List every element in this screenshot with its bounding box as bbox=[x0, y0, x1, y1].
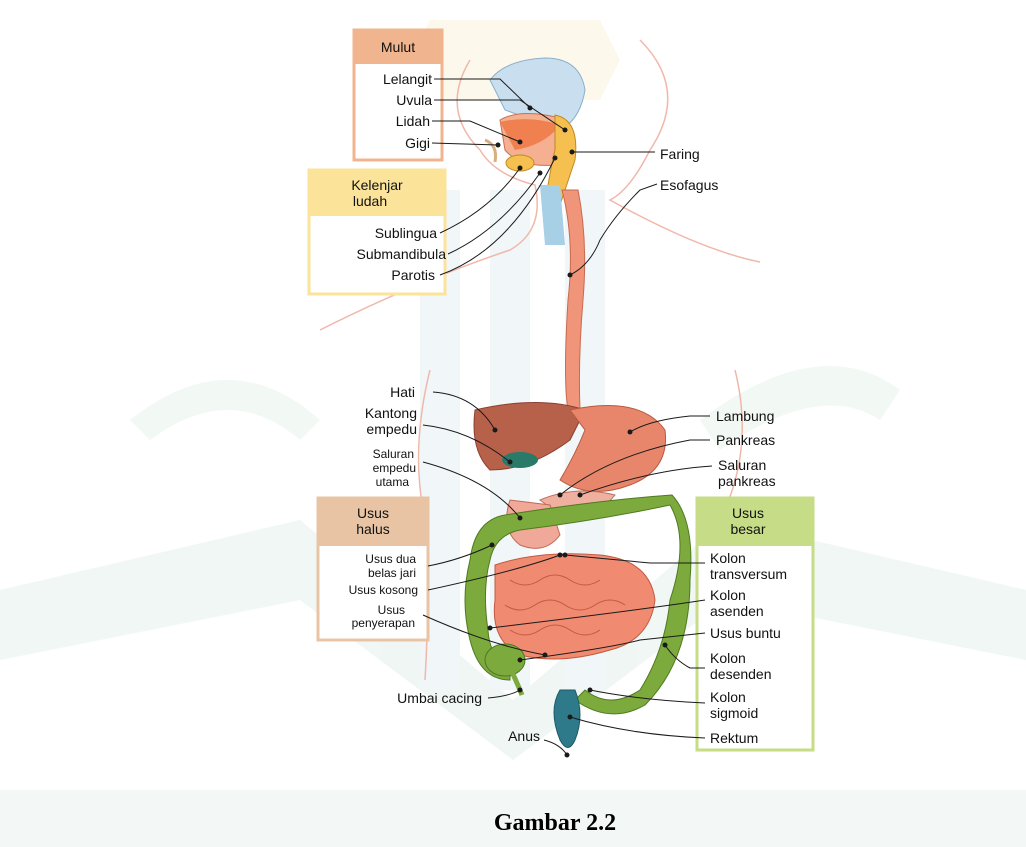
label-usus-penyerapan-1: Usus bbox=[378, 603, 405, 617]
label-umbai-cacing: Umbai cacing bbox=[397, 690, 482, 706]
label-faring: Faring bbox=[660, 146, 700, 162]
label-saluran-pankreas-1: Saluran bbox=[718, 457, 766, 473]
label-gigi: Gigi bbox=[405, 135, 430, 151]
label-uvula: Uvula bbox=[396, 92, 432, 108]
label-esofagus: Esofagus bbox=[660, 177, 718, 193]
group-usus-besar-title-1: Usus bbox=[732, 505, 764, 521]
label-kolon-transversum-2: transversum bbox=[710, 566, 787, 582]
group-usus-besar-title-2: besar bbox=[730, 521, 765, 537]
group-usus-halus-title-1: Usus bbox=[357, 505, 389, 521]
label-kolon-sigmoid-1: Kolon bbox=[710, 689, 746, 705]
group-kelenjar-ludah-title-1: Kelenjar bbox=[351, 177, 403, 193]
label-kolon-asenden-1: Kolon bbox=[710, 587, 746, 603]
label-lelangit: Lelangit bbox=[383, 71, 432, 87]
label-saluran-pankreas-2: pankreas bbox=[718, 473, 776, 489]
label-lidah: Lidah bbox=[396, 113, 430, 129]
label-usus-buntu: Usus buntu bbox=[710, 625, 781, 641]
label-saluran-empedu-utama-2: empedu bbox=[373, 461, 416, 475]
group-usus-halus-title-2: halus bbox=[356, 521, 389, 537]
label-sublingua: Sublingua bbox=[375, 225, 437, 241]
label-parotis: Parotis bbox=[391, 267, 435, 283]
group-kelenjar-ludah-title-2: ludah bbox=[353, 193, 387, 209]
label-submandibula: Submandibula bbox=[356, 246, 446, 262]
label-kolon-transversum-1: Kolon bbox=[710, 550, 746, 566]
label-anus: Anus bbox=[508, 728, 540, 744]
label-lambung: Lambung bbox=[716, 408, 774, 424]
label-rektum: Rektum bbox=[710, 730, 758, 746]
label-kantong-empedu-1: Kantong bbox=[365, 405, 417, 421]
label-kantong-empedu-2: empedu bbox=[366, 421, 417, 437]
label-pankreas: Pankreas bbox=[716, 432, 775, 448]
label-usus-kosong: Usus kosong bbox=[349, 583, 418, 597]
label-kolon-asenden-2: asenden bbox=[710, 603, 764, 619]
figure-caption: Gambar 2.2 bbox=[494, 810, 616, 836]
label-usus-penyerapan-2: penyerapan bbox=[352, 616, 415, 630]
group-mulut-title: Mulut bbox=[381, 39, 415, 55]
label-kolon-sigmoid-2: sigmoid bbox=[710, 705, 758, 721]
label-kolon-desenden-1: Kolon bbox=[710, 650, 746, 666]
label-usus-dua-belas-jari-1: Usus dua bbox=[365, 552, 416, 566]
label-saluran-empedu-utama-3: utama bbox=[376, 475, 410, 489]
label-kolon-desenden-2: desenden bbox=[710, 666, 772, 682]
label-hati: Hati bbox=[390, 384, 415, 400]
label-saluran-empedu-utama-1: Saluran bbox=[373, 447, 414, 461]
label-usus-dua-belas-jari-2: belas jari bbox=[368, 566, 416, 580]
